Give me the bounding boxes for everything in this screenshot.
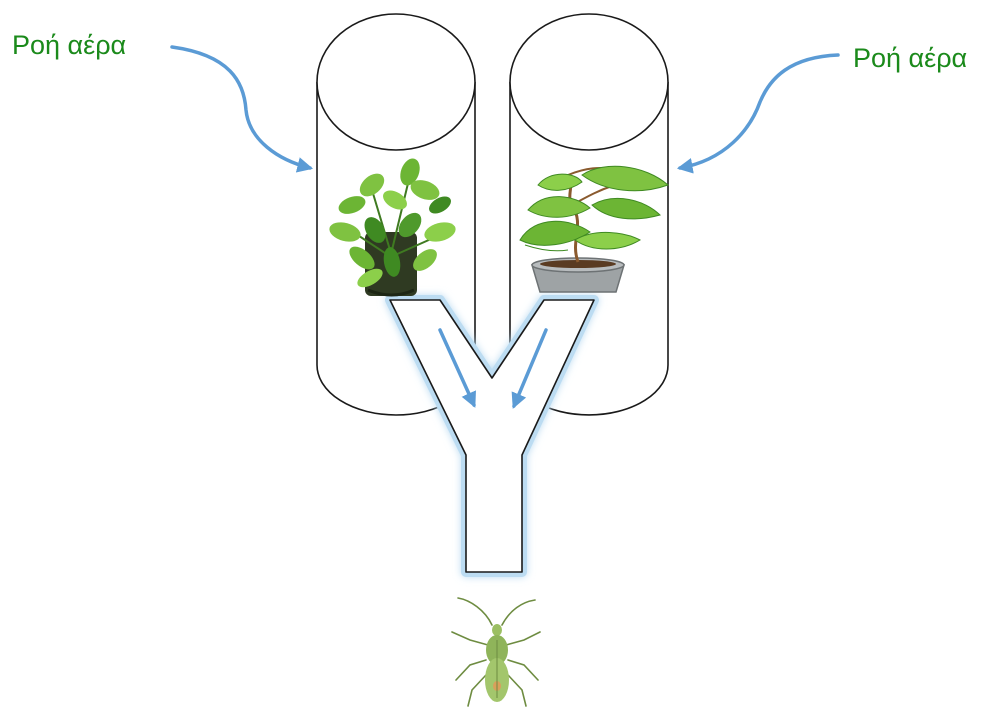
insect bbox=[452, 598, 540, 706]
right-airflow-label: Ροή αέρα bbox=[853, 45, 967, 72]
left-airflow-label: Ροή αέρα bbox=[12, 32, 126, 59]
y-tube bbox=[390, 300, 594, 572]
right-airflow-arrow bbox=[680, 55, 838, 168]
left-airflow-arrow bbox=[172, 47, 310, 168]
